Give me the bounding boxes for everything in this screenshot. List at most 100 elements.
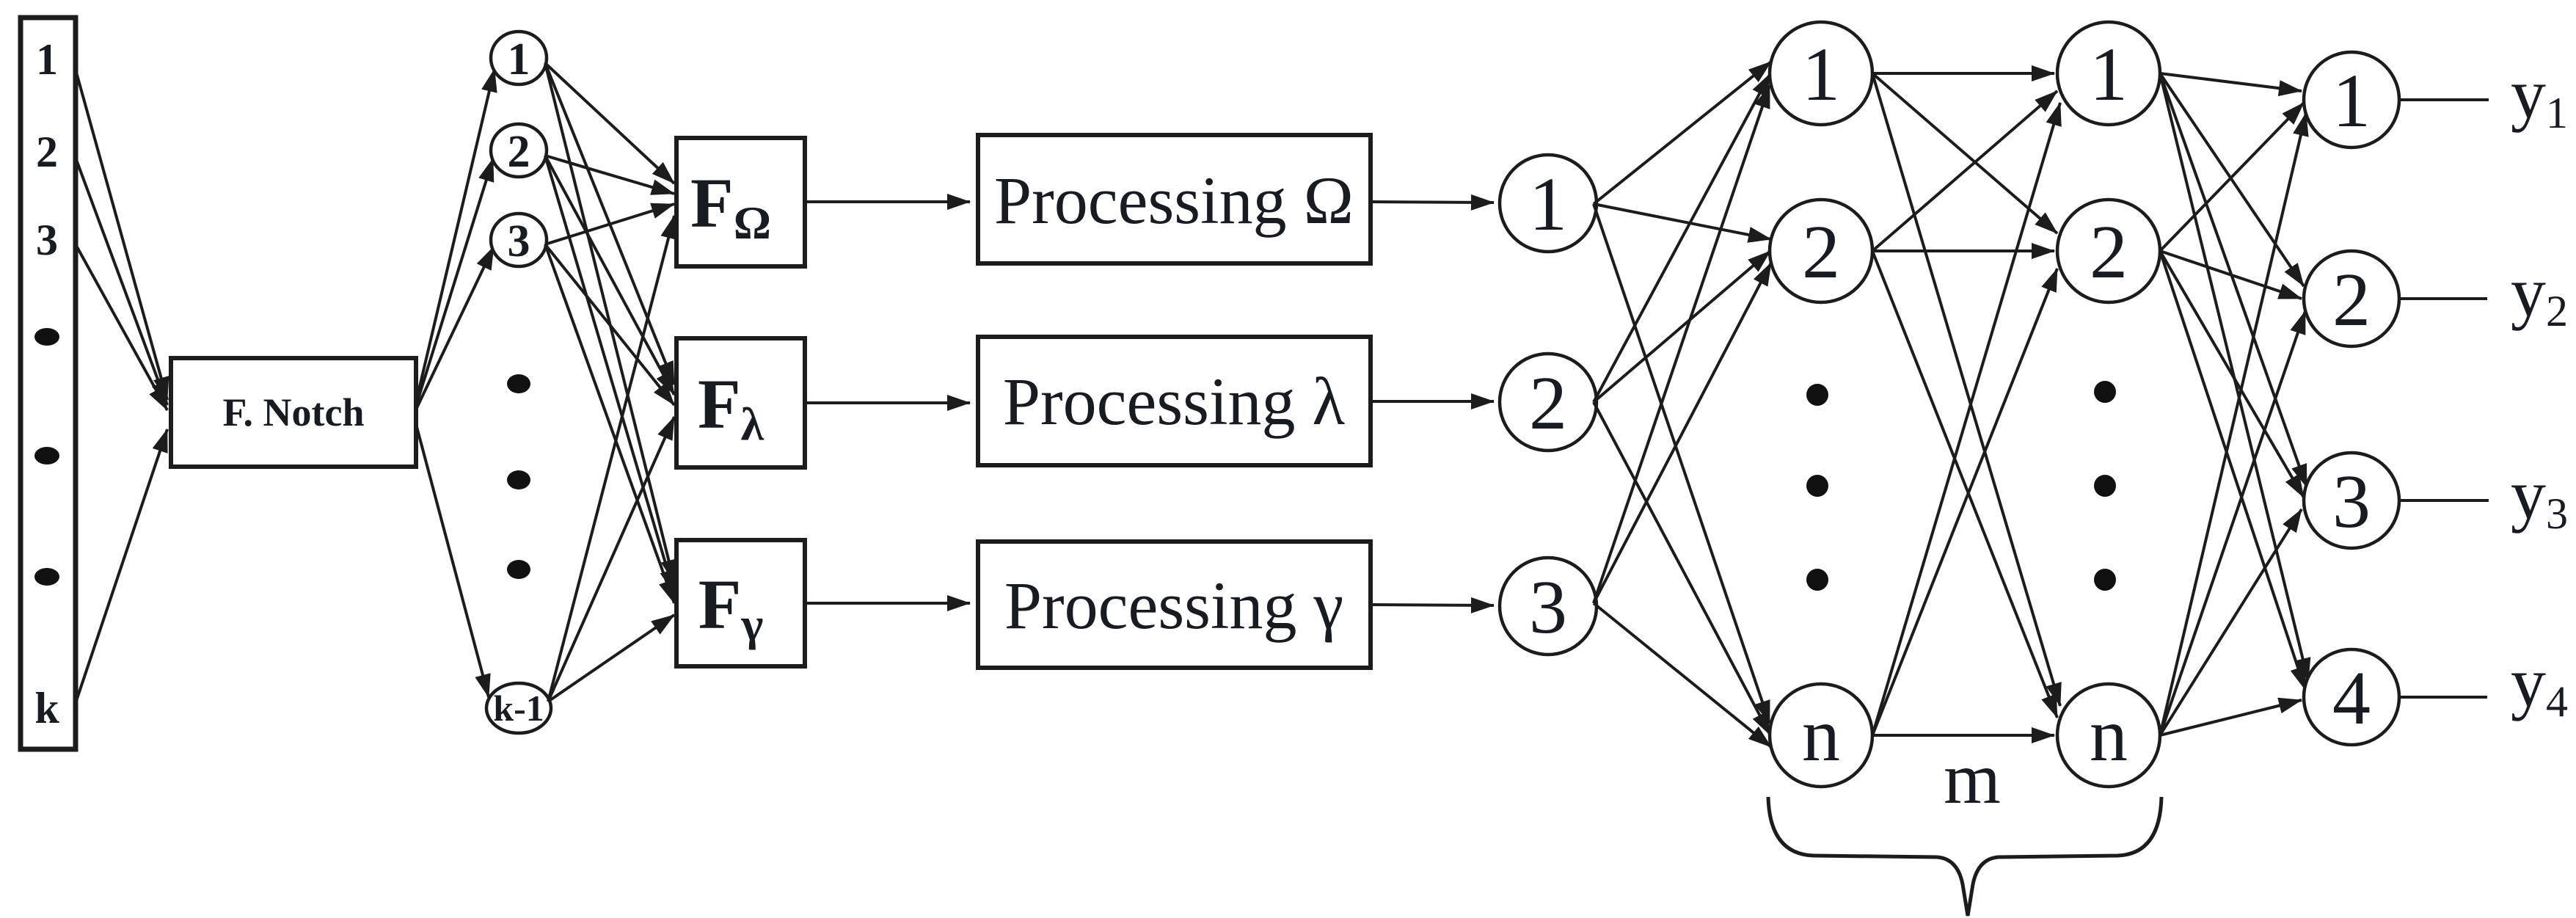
output-label-3: 3 bbox=[2332, 459, 2371, 544]
hidden2-label-1: 1 bbox=[2090, 32, 2128, 117]
ellipsis-dot bbox=[1806, 384, 1828, 406]
edge-line bbox=[415, 68, 497, 403]
edge-line bbox=[544, 244, 676, 604]
edge-line bbox=[2159, 112, 2309, 736]
input-vector-box bbox=[18, 15, 79, 752]
hidden1-to-hidden2-edges bbox=[1871, 65, 2062, 743]
feature-layer: 1 2 3 bbox=[1497, 153, 1599, 657]
edge-line bbox=[415, 423, 491, 698]
hidden1-label-2: 2 bbox=[1802, 210, 1840, 294]
filter-omega-box bbox=[674, 136, 807, 269]
edge-line bbox=[1592, 84, 1771, 604]
hidden1-label-n: n bbox=[1802, 693, 1840, 777]
edge-line bbox=[1593, 203, 1772, 243]
edge-line bbox=[1592, 73, 1772, 403]
edge-line bbox=[1871, 90, 2059, 252]
ellipsis-dot bbox=[34, 328, 59, 346]
edge-line bbox=[1592, 401, 1772, 736]
edge-line bbox=[1871, 250, 2059, 718]
filter-lambda-base: F bbox=[698, 365, 741, 443]
ellipsis-dot bbox=[1806, 475, 1828, 497]
y3-sub: 3 bbox=[2546, 489, 2568, 538]
filter-gamma-box bbox=[674, 538, 807, 669]
feature-to-hidden1-edges bbox=[1592, 60, 1773, 748]
edge-line bbox=[2159, 73, 2308, 488]
edge-line bbox=[415, 158, 495, 407]
notch-filter-label: F. Notch bbox=[222, 390, 364, 434]
edge-line bbox=[544, 155, 676, 396]
processing-lambda-box bbox=[976, 335, 1373, 467]
ellipsis-dot bbox=[2094, 475, 2116, 497]
feature-node-2 bbox=[1497, 351, 1599, 453]
hidden-layer-2: 1 2 n bbox=[2055, 20, 2162, 789]
fanout-to-filters-edges bbox=[544, 62, 677, 703]
input-vector: 1 2 3 k bbox=[18, 15, 79, 752]
fanout-label-k1: k-1 bbox=[493, 688, 544, 729]
input-label-2: 2 bbox=[36, 128, 58, 176]
output-signal-y4: y4 bbox=[2511, 643, 2568, 726]
ellipsis-dot bbox=[34, 447, 59, 465]
notch-filter-block: F. Notch bbox=[169, 356, 418, 469]
fanout-layer: 1 2 3 k-1 bbox=[484, 29, 553, 735]
edge-line bbox=[2159, 101, 2305, 252]
filter-omega-base: F bbox=[690, 164, 734, 242]
edge-line bbox=[2159, 72, 2305, 288]
output-layer: 1 2 3 4 bbox=[2302, 50, 2401, 747]
y4-sub: 4 bbox=[2546, 677, 2568, 726]
edge-line bbox=[544, 62, 676, 185]
filter-omega-sub: Ω bbox=[734, 197, 771, 249]
notch-filter-box bbox=[169, 356, 418, 469]
output-label-4: 4 bbox=[2332, 656, 2371, 740]
edge-line bbox=[1592, 262, 1773, 604]
y1-base: y bbox=[2511, 54, 2546, 133]
edge-line bbox=[415, 246, 495, 410]
filter-gamma-label: Fγ bbox=[698, 565, 764, 650]
y4-base: y bbox=[2511, 643, 2546, 721]
edge-line bbox=[1871, 268, 2059, 736]
output-signals: y1 y2 y3 y4 bbox=[2399, 54, 2568, 726]
output-signal-y3: y3 bbox=[2511, 455, 2568, 538]
hidden2-to-output-edges bbox=[2159, 72, 2311, 737]
edge-line bbox=[1871, 72, 2059, 235]
input-label-3: 3 bbox=[36, 216, 58, 264]
feature-label-2: 2 bbox=[1529, 361, 1567, 445]
edge-line bbox=[547, 613, 676, 703]
edge-line bbox=[2159, 249, 2302, 300]
hidden-width-label: m bbox=[1944, 737, 2001, 819]
hidden-width-annotation: m bbox=[1766, 737, 2164, 917]
ellipsis-dot bbox=[2094, 381, 2116, 403]
fanout-node-1 bbox=[489, 29, 549, 87]
edge-line bbox=[544, 243, 676, 407]
filter-lambda-box bbox=[674, 336, 807, 470]
edge-line bbox=[1871, 102, 2062, 736]
filter-banks: FΩ Fλ Fγ bbox=[674, 136, 807, 669]
fanout-node-k1 bbox=[484, 681, 553, 735]
filter-omega-label: FΩ bbox=[690, 164, 771, 249]
processing-omega-label: Processing Ω bbox=[994, 163, 1354, 238]
edge-line bbox=[2159, 310, 2307, 736]
underbrace bbox=[1766, 796, 2164, 917]
processing-omega-box bbox=[976, 133, 1373, 266]
filter-gamma-base: F bbox=[698, 565, 742, 644]
processing-lambda-label: Processing λ bbox=[1003, 364, 1346, 439]
edge-line bbox=[1592, 602, 1773, 748]
edge-line bbox=[1871, 73, 2062, 707]
edge-line bbox=[2159, 249, 2305, 499]
edge-line bbox=[544, 155, 676, 594]
edge-line bbox=[547, 416, 676, 702]
input-label-1: 1 bbox=[36, 35, 58, 84]
feature-label-3: 3 bbox=[1529, 565, 1567, 649]
ellipsis-dot bbox=[507, 560, 530, 579]
y3-base: y bbox=[2511, 455, 2546, 533]
feature-label-1: 1 bbox=[1529, 162, 1567, 247]
filter-lambda-label: Fλ bbox=[698, 365, 765, 450]
edge-line bbox=[74, 244, 169, 411]
edge-line bbox=[1592, 249, 1772, 404]
filter-lambda-sub: λ bbox=[741, 398, 765, 450]
edge-line bbox=[2159, 697, 2302, 737]
ellipsis-dot bbox=[507, 374, 530, 393]
filter-gamma-sub: γ bbox=[740, 598, 763, 650]
fanout-label-2: 2 bbox=[508, 127, 530, 177]
